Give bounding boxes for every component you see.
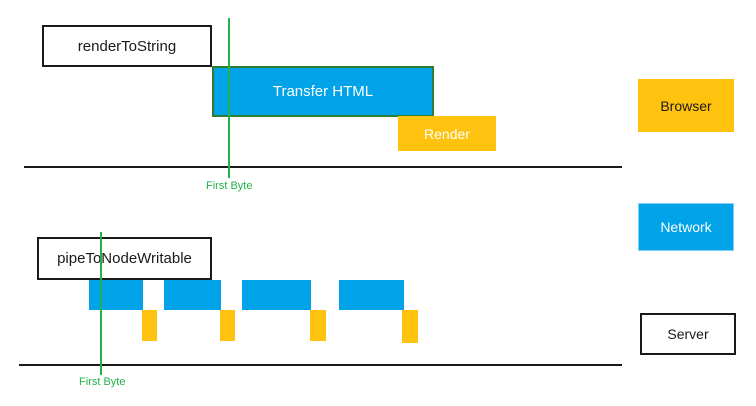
network-chunk: [339, 280, 404, 310]
top-first-byte-label: First Byte: [206, 180, 253, 192]
legend-browser: Browser: [638, 79, 734, 132]
bottom-first-byte-label: First Byte: [79, 376, 126, 388]
bottom-diagram: pipeToNodeWritable First Byte: [0, 200, 630, 406]
render-block: Render: [398, 116, 496, 151]
render-chunk: [142, 310, 157, 341]
legend-server: Server: [640, 313, 736, 355]
transfer-html-block: Transfer HTML: [212, 66, 434, 117]
render-chunk: [402, 310, 418, 343]
bottom-first-byte-marker: [100, 232, 102, 375]
bottom-timeline: [19, 364, 622, 366]
render-chunk: [220, 310, 235, 341]
top-first-byte-marker: [228, 18, 230, 178]
network-chunk: [242, 280, 311, 310]
render-to-string-label: renderToString: [77, 37, 177, 55]
legend-browser-label: Browser: [660, 97, 712, 114]
network-chunk: [164, 280, 221, 310]
legend-network: Network: [638, 203, 734, 251]
legend-network-label: Network: [660, 219, 712, 235]
top-diagram: renderToString Transfer HTML Render Firs…: [0, 0, 630, 200]
top-timeline: [24, 166, 622, 168]
render-to-string-box: renderToString: [42, 25, 212, 67]
pipe-to-node-writable-box: pipeToNodeWritable: [37, 237, 212, 280]
transfer-html-label: Transfer HTML: [272, 83, 374, 100]
pipe-to-node-writable-label: pipeToNodeWritable: [57, 250, 192, 267]
legend-server-label: Server: [667, 326, 709, 342]
render-label: Render: [424, 125, 470, 142]
render-chunk: [310, 310, 326, 341]
network-chunk: [89, 280, 143, 310]
